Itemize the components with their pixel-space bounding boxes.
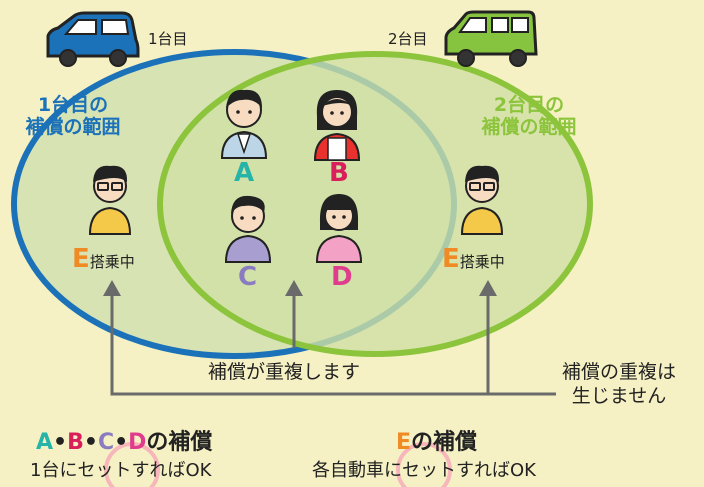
bottom-left-suffix: の補償 [146,430,213,455]
left-coverage-label-line1: 1台目の [37,94,109,116]
no-overlap-caption-line1: 補償の重複は [562,361,677,383]
no-overlap-caption-line2: 生じません [571,385,667,407]
person-a-icon [220,89,268,159]
bottom-left-headline: A•B•C•Dの補償 [36,424,212,456]
bottom-letter-d: D [128,430,147,455]
left-coverage-label: 1台目の 補償の範囲 [18,94,128,138]
bottom-letter-b: B [67,430,84,455]
bottom-dot-2: • [83,430,98,455]
person-e-left-label: E搭乗中 [72,244,135,274]
right-coverage-label-line2: 補償の範囲 [481,116,577,138]
connector-lines [110,290,556,396]
bottom-right-suffix: の補償 [411,430,478,455]
car-1-icon [46,11,140,67]
person-c-icon [224,195,272,263]
highlight-circle-left-icon [104,442,160,487]
person-d-icon [315,194,363,263]
bottom-dot-3: • [114,430,129,455]
person-e-left-letter: E [72,244,90,274]
person-a-letter: A [234,158,255,188]
person-c-letter: C [238,262,258,292]
arrow-up-center-icon [285,280,303,296]
left-coverage-label-line2: 補償の範囲 [25,116,121,138]
car-1-label: 1台目 [148,30,188,48]
person-e-left-suffix: 搭乗中 [89,253,135,271]
bottom-left-sub: 1台にセットすればOK [30,460,212,481]
car-2-icon [444,10,538,67]
bottom-letter-a: A [36,430,54,455]
arrow-up-right-icon [479,280,497,296]
no-overlap-caption: 補償の重複は 生じません [562,360,677,408]
person-b-icon [313,90,361,161]
arrowheads [103,280,497,296]
bottom-right-headline: Eの補償 [396,424,477,456]
right-coverage-label: 2台目の 補償の範囲 [474,94,584,138]
person-e-right-label: E搭乗中 [442,244,505,274]
right-coverage-circle [157,51,593,357]
car-2-label: 2台目 [388,30,428,48]
person-e-right-icon [460,165,504,235]
bottom-letter-e: E [396,430,412,455]
person-b-letter: B [329,158,349,188]
bottom-right-sub: 各自動車にセットすればOK [312,460,536,481]
bottom-dot-1: • [53,430,68,455]
highlight-circle-right-icon [396,442,452,487]
right-coverage-label-line1: 2台目の [493,94,565,116]
person-e-left-icon [88,165,132,235]
person-d-letter: D [331,262,353,292]
overlap-caption: 補償が重複します [208,360,361,384]
arrow-up-left-icon [103,280,121,296]
bottom-letter-c: C [97,430,115,455]
person-e-right-letter: E [442,244,460,274]
person-e-right-suffix: 搭乗中 [459,253,505,271]
